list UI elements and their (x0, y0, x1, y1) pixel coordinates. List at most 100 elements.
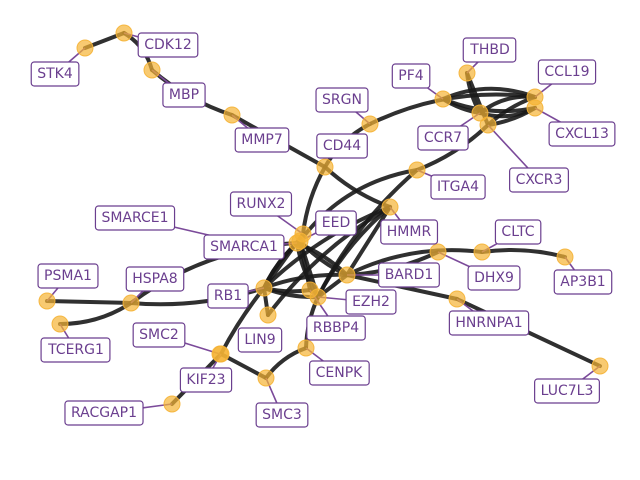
edge-psma1-hspa8 (45, 299, 133, 305)
label-box-cxcr3 (509, 167, 569, 193)
label-rbbp4: RBBP4 (306, 315, 366, 341)
label-box-mmp7 (234, 127, 290, 153)
label-hmmr: HMMR (380, 219, 439, 245)
label-tcerg1: TCERG1 (40, 337, 111, 363)
label-box-cxcl13 (548, 121, 616, 147)
label-text-srgn: SRGN (322, 92, 362, 108)
label-stk4: STK4 (30, 61, 80, 87)
label-box-rbbp4 (306, 315, 366, 341)
edge-hmmr-ezh2 (316, 205, 392, 299)
label-text-ccr7: CCR7 (424, 130, 462, 146)
label-box-cdk12 (137, 32, 199, 58)
label-text-hspa8: HSPA8 (132, 271, 177, 287)
node-lin9 (259, 306, 277, 324)
label-eed: EED (315, 210, 357, 236)
label-text-pf4: PF4 (398, 68, 423, 84)
label-text-rbbp4: RBBP4 (313, 320, 359, 336)
label-box-smarce1 (94, 205, 176, 231)
label-text-eed: EED (322, 215, 350, 231)
edge-cd44-hmmr (323, 165, 392, 209)
label-runx2: RUNX2 (229, 191, 293, 217)
label-box-ccl19 (537, 59, 597, 85)
label-rb1: RB1 (207, 283, 249, 309)
label-cxcr3: CXCR3 (509, 167, 569, 193)
label-ccr7: CCR7 (417, 125, 469, 151)
node-luc7l3 (591, 357, 609, 375)
edge-rb1-hspa8 (129, 286, 266, 307)
edge-tcerg1-hspa8 (58, 301, 133, 327)
node-smc3 (257, 369, 275, 387)
label-text-hmmr: HMMR (387, 224, 432, 240)
label-box-luc7l3 (534, 378, 600, 404)
label-text-smarca1: SMARCA1 (210, 239, 278, 255)
label-ezh2: EZH2 (345, 289, 397, 315)
label-box-cltc (494, 219, 542, 245)
label-text-cltc: CLTC (501, 224, 534, 240)
node-mmp7 (223, 106, 241, 124)
label-text-smarce1: SMARCE1 (101, 210, 168, 226)
label-text-ap3b1: AP3B1 (560, 274, 605, 290)
node-hnrnpa1 (448, 290, 466, 308)
node-tcerg1 (51, 315, 69, 333)
label-text-lin9: LIN9 (244, 332, 275, 348)
label-hspa8: HSPA8 (125, 266, 185, 292)
label-cltc: CLTC (494, 219, 542, 245)
node-cd44 (316, 158, 334, 176)
label-box-itga4 (430, 174, 486, 200)
label-lin9: LIN9 (237, 327, 283, 353)
edge-rb1-bard1 (262, 272, 349, 290)
label-text-itga4: ITGA4 (437, 179, 479, 195)
label-box-smarca1 (203, 234, 285, 260)
label-box-ccr7 (417, 125, 469, 151)
node-cxcl13 (526, 99, 544, 117)
label-box-smc3 (255, 402, 309, 428)
label-cenpk: CENPK (309, 360, 370, 386)
label-smc2: SMC2 (132, 322, 186, 348)
node-cdk12 (115, 24, 133, 42)
label-text-mmp7: MMP7 (241, 132, 283, 148)
label-text-mbp: MBP (169, 87, 199, 103)
label-box-mbp (162, 82, 206, 108)
node-racgap1 (163, 395, 181, 413)
label-ap3b1: AP3B1 (553, 269, 613, 295)
label-text-rb1: RB1 (214, 288, 242, 304)
label-text-luc7l3: LUC7L3 (541, 383, 594, 399)
label-box-smc2 (132, 322, 186, 348)
label-box-srgn (315, 87, 369, 113)
label-smc3: SMC3 (255, 402, 309, 428)
label-kif23: KIF23 (179, 367, 233, 393)
label-text-dhx9: DHX9 (474, 270, 514, 286)
label-smarce1: SMARCE1 (94, 205, 176, 231)
label-mbp: MBP (162, 82, 206, 108)
label-box-pf4 (391, 63, 431, 89)
label-cdk12: CDK12 (137, 32, 199, 58)
node-thbd (458, 64, 476, 82)
label-text-bard1: BARD1 (385, 267, 434, 283)
label-hnrnpa1: HNRNPA1 (448, 310, 530, 336)
label-luc7l3: LUC7L3 (534, 378, 600, 404)
label-box-stk4 (30, 61, 80, 87)
label-box-cd44 (316, 133, 368, 159)
node-cxcr3 (479, 116, 497, 134)
edge-pf4-ccl19 (441, 86, 537, 101)
label-text-ccl19: CCL19 (544, 64, 589, 80)
node-ap3b1 (556, 248, 574, 266)
label-text-cenpk: CENPK (316, 365, 364, 381)
label-cd44: CD44 (316, 133, 368, 159)
node-cenpk (297, 339, 315, 357)
label-text-cxcr3: CXCR3 (516, 172, 563, 188)
node-psma1 (38, 292, 56, 310)
label-text-kif23: KIF23 (186, 372, 225, 388)
edge-hmmr-rb1 (262, 205, 392, 290)
node-bard1 (338, 266, 356, 284)
node-cltc (473, 243, 491, 261)
label-dhx9: DHX9 (467, 265, 521, 291)
edge-cltc-ap3b1 (480, 248, 567, 259)
node-smarca1 (288, 234, 306, 252)
label-text-thbd: THBD (469, 42, 509, 58)
label-text-ezh2: EZH2 (352, 294, 390, 310)
label-text-cxcl13: CXCL13 (555, 126, 609, 142)
label-psma1: PSMA1 (37, 263, 99, 289)
